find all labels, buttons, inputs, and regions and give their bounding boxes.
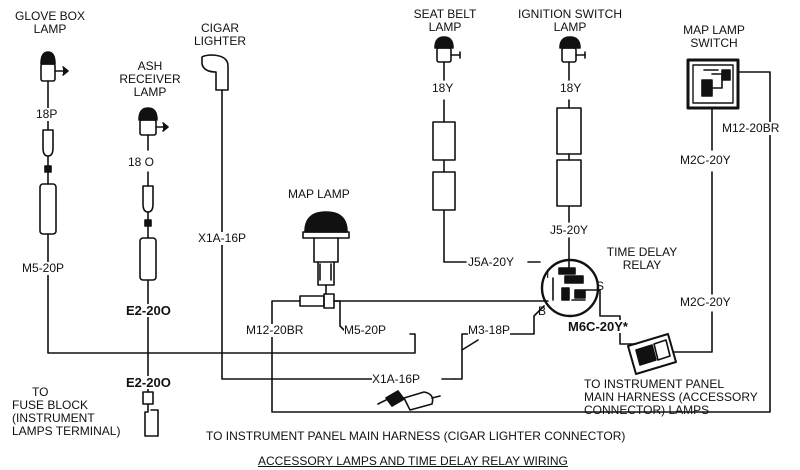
wire-m2c-20y-bottom [673, 311, 713, 353]
to-ip-accessory-label: TO INSTRUMENT PANEL MAIN HARNESS (ACCESS… [584, 378, 758, 417]
map-lamp-switch-label: MAP LAMP SWITCH [668, 24, 760, 50]
map-lamp-switch-line2: SWITCH [690, 36, 738, 50]
wire-x1a-16p-right [441, 339, 479, 380]
wire-label-ign-18y: 18Y [560, 81, 582, 95]
ash-receiver-line1: ASH [137, 59, 163, 73]
time-delay-relay-label: TIME DELAY RELAY [598, 246, 686, 272]
wire-label-j5a-20y: J5A-20Y [468, 255, 515, 269]
ash-receiver-line3: LAMP [133, 85, 167, 99]
ash-receiver-lamp-label: ASH RECEIVER LAMP [110, 60, 190, 99]
wire-m6c-20y [584, 289, 637, 345]
time-delay-line1: TIME DELAY [606, 245, 678, 259]
glove-box-lamp-icon [40, 51, 69, 82]
wire-label-m2c-upper: M2C-20Y [680, 153, 731, 167]
wire-label-m5-20p-map: M5-20P [344, 323, 387, 337]
wire-j5a-20y [443, 209, 467, 263]
wire-label-m2c-lower: M2C-20Y [680, 295, 731, 309]
wire-m5-20p [47, 233, 416, 354]
wire-label-glove-18p: 18P [36, 107, 58, 121]
ignition-switch-line2: LAMP [553, 20, 587, 34]
relay-terminal-s: S [596, 279, 605, 293]
wire-x1a-16p-vertical [221, 89, 373, 380]
glove-box-connector [39, 80, 57, 235]
diagram-title: ACCESSORY LAMPS AND TIME DELAY RELAY WIR… [258, 454, 568, 468]
map-lamp-switch-icon [686, 58, 740, 110]
wire-label-ash-18o: 18 O [128, 155, 155, 169]
ip-accessory-line2: MAIN HARNESS (ACCESSORY [584, 390, 758, 404]
seat-belt-lamp-label: SEAT BELT LAMP [398, 8, 492, 34]
wire-m12-20br [271, 71, 771, 413]
fuse-block-connector [142, 391, 159, 437]
wire-label-e2-lower: E2-20O [126, 375, 171, 390]
wire-m5-20p-map [333, 300, 345, 331]
seat-belt-line1: SEAT BELT [413, 7, 477, 21]
to-fuse-block-label: TO FUSE BLOCK (INSTRUMENT LAMPS TERMINAL… [12, 386, 120, 438]
wire-label-x1a-vertical: X1A-16P [198, 231, 247, 245]
wire-label-seat-18y: 18Y [432, 81, 454, 95]
ignition-switch-connector [556, 99, 582, 207]
glove-box-lamp-label: GLOVE BOX LAMP [12, 10, 88, 36]
ignition-switch-line1: IGNITION SWITCH [518, 7, 622, 21]
wire-label-x1a-horizontal: X1A-16P [372, 372, 421, 386]
fuse-block-line3: (INSTRUMENT [12, 411, 95, 425]
wire-label-m3-18p: M3-18P [468, 323, 511, 337]
fuse-block-line2: FUSE BLOCK [12, 398, 89, 412]
wire-to-cigar-connector [377, 399, 387, 405]
fuse-block-line1: TO [32, 385, 49, 399]
ash-receiver-lamp-icon [138, 107, 169, 151]
glove-box-lamp-line1: GLOVE BOX [14, 9, 86, 23]
relay-terminal-b: B [538, 304, 547, 318]
wire-label-glove-m5: M5-20P [22, 261, 65, 275]
ip-accessory-line1: TO INSTRUMENT PANEL [584, 377, 725, 391]
wire-label-m6c-20y: M6C-20Y* [568, 319, 628, 334]
ash-receiver-connector [139, 171, 157, 281]
seat-belt-line2: LAMP [428, 20, 462, 34]
relay-terminal-i: I [546, 267, 550, 281]
to-ip-cigar-label: TO INSTRUMENT PANEL MAIN HARNESS (CIGAR … [206, 429, 626, 443]
accessory-connector [627, 333, 677, 375]
wire-label-m12-right: M12-20BR [722, 121, 780, 135]
cigar-lighter-icon [201, 54, 229, 91]
map-lamp-icon [299, 211, 350, 309]
wire-label-j5-20y: J5-20Y [550, 223, 589, 237]
time-delay-relay-icon [540, 258, 600, 318]
ignition-switch-lamp-label: IGNITION SWITCH LAMP [508, 8, 632, 34]
cigar-lighter-label: CIGAR LIGHTER [182, 22, 258, 48]
wire-label-m12-left: M12-20BR [246, 323, 304, 337]
wire-label-e2-upper: E2-20O [126, 303, 171, 318]
time-delay-line2: RELAY [622, 258, 662, 272]
cigar-lighter-line1: CIGAR [200, 21, 239, 35]
ash-receiver-line2: RECEIVER [119, 72, 181, 86]
glove-box-lamp-line2: LAMP [33, 22, 67, 36]
ignition-switch-lamp-icon [559, 36, 586, 81]
map-lamp-label: MAP LAMP [288, 187, 350, 201]
cigar-lighter-line2: LIGHTER [193, 34, 246, 48]
fuse-block-line4: LAMPS TERMINAL) [12, 424, 121, 438]
cigar-lighter-connector [385, 390, 441, 411]
seat-belt-lamp-icon [434, 36, 461, 81]
wire-m3-18p [461, 305, 545, 351]
seat-belt-connector [432, 99, 456, 211]
map-lamp-switch-line1: MAP LAMP [683, 23, 745, 37]
ip-accessory-line3: CONNECTOR) LAMPS [584, 403, 710, 417]
